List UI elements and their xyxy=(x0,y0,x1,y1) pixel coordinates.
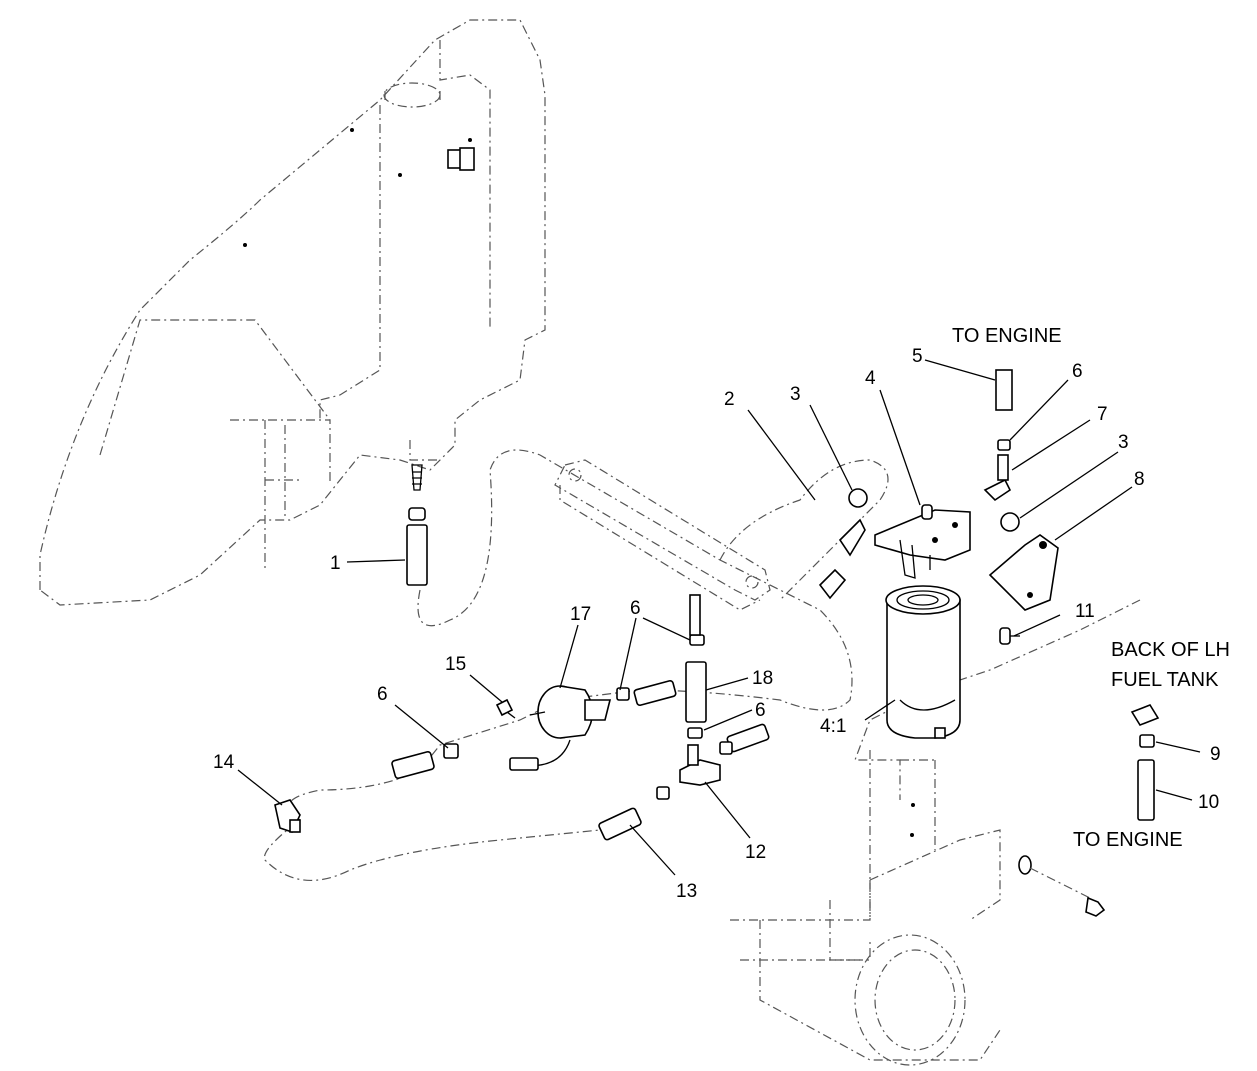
clamp-near-tee-right xyxy=(719,741,733,755)
callout-2: 2 xyxy=(724,389,735,410)
callout-4-1: 4:1 xyxy=(820,716,846,737)
fuel-filter-4-1 xyxy=(885,585,961,739)
note-to-engine-top: TO ENGINE xyxy=(952,325,1062,347)
callout-4: 4 xyxy=(865,368,876,389)
callout-6-left: 6 xyxy=(377,684,388,705)
clamp-near-tee-left xyxy=(656,786,670,800)
bolt-15 xyxy=(495,698,516,719)
note-to-engine-bottom: TO ENGINE xyxy=(1073,829,1183,851)
frame-bolt-washer xyxy=(1018,855,1106,917)
hose-5 xyxy=(995,369,1013,411)
clamp-6-mid xyxy=(616,687,630,701)
callout-6-top: 6 xyxy=(1072,361,1083,382)
tank-outlet-fitting xyxy=(411,464,423,491)
callout-6-lower: 6 xyxy=(755,700,766,721)
callout-labels: 1 2 3 4 5 6 7 3 8 11 4:1 17 6 18 6 15 6 … xyxy=(213,346,1221,902)
washer-3-left xyxy=(848,488,868,508)
hose-10 xyxy=(1137,759,1155,821)
callout-7: 7 xyxy=(1097,404,1108,425)
mounting-rail-phantom xyxy=(554,459,771,611)
hose-18 xyxy=(685,594,707,739)
callout-5: 5 xyxy=(912,346,923,367)
callout-11: 11 xyxy=(1075,601,1095,622)
short-hose-pump xyxy=(391,751,435,779)
hose-13 xyxy=(598,807,642,841)
callout-12: 12 xyxy=(745,842,766,863)
callout-15: 15 xyxy=(445,654,466,675)
notes: TO ENGINE BACK OF LH FUEL TANK TO ENGINE xyxy=(952,325,1230,851)
tee-fitting-12 xyxy=(679,744,721,786)
short-hose-left xyxy=(633,679,677,707)
elbow-fitting-9 xyxy=(1130,704,1160,748)
leader-lines xyxy=(237,359,1201,876)
short-hose-right xyxy=(726,723,770,753)
filter-head-4 xyxy=(874,504,971,579)
fuel-line-phantom-loop-3 xyxy=(719,459,889,601)
frame-phantom xyxy=(730,599,1141,1066)
callout-13: 13 xyxy=(676,881,697,902)
washer-3-right xyxy=(1000,512,1020,532)
clamp-6-top xyxy=(997,439,1011,451)
fuel-pump-17 xyxy=(509,685,612,771)
callout-18: 18 xyxy=(752,668,773,689)
callout-8: 8 xyxy=(1134,469,1145,490)
bolt-11 xyxy=(999,627,1020,645)
shutoff-valve-14 xyxy=(274,799,301,833)
note-fuel-tank: FUEL TANK xyxy=(1111,669,1219,691)
bracket-8 xyxy=(988,534,1059,611)
callout-10: 10 xyxy=(1198,792,1219,813)
callout-3-right: 3 xyxy=(1118,432,1129,453)
callout-17: 17 xyxy=(570,604,591,625)
callout-3-left: 3 xyxy=(790,384,801,405)
hose-1 xyxy=(406,507,428,586)
fuel-line-phantom-loop-1 xyxy=(417,449,853,711)
elbow-fitting-7 xyxy=(983,454,1012,502)
callout-9: 9 xyxy=(1210,744,1221,765)
filter-inlet-fitting xyxy=(818,518,866,600)
callout-1: 1 xyxy=(330,553,341,574)
callout-14: 14 xyxy=(213,752,235,773)
note-back-of-lh: BACK OF LH xyxy=(1111,639,1230,661)
callout-6-mid: 6 xyxy=(630,598,641,619)
fuel-tank-phantom xyxy=(39,19,546,606)
